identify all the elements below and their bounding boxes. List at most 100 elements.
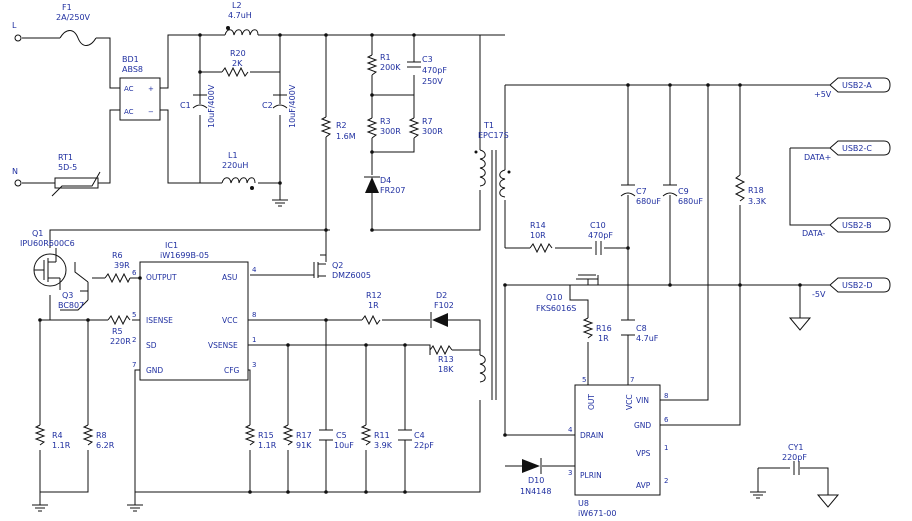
svg-text:22pF: 22pF [414, 441, 434, 450]
svg-text:5: 5 [582, 376, 586, 384]
svg-text:4: 4 [252, 266, 257, 274]
svg-text:AC: AC [124, 85, 134, 93]
svg-text:U8: U8 [578, 499, 589, 508]
svg-text:8: 8 [252, 311, 256, 319]
svg-text:1.1R: 1.1R [52, 441, 71, 450]
svg-text:iW1699B-05: iW1699B-05 [160, 251, 209, 260]
svg-text:8: 8 [664, 392, 668, 400]
svg-text:+: + [148, 85, 154, 93]
svg-text:EPC17S: EPC17S [478, 131, 509, 140]
inductor-l2: L2 4.7uH [224, 1, 259, 36]
svg-text:1.1R: 1.1R [258, 441, 277, 450]
svg-text:3.3K: 3.3K [748, 197, 767, 206]
capacitor-c9: C9 680uF [662, 184, 703, 206]
svg-text:+5V: +5V [814, 90, 832, 99]
svg-text:IPU60R600C6: IPU60R600C6 [20, 239, 75, 248]
capacitor-cy1: CY1 220pF [782, 443, 807, 475]
svg-text:VCC: VCC [222, 316, 238, 325]
fuse-f1: F1 2A/250V [56, 3, 97, 46]
resistor-r16: R16 1R [582, 317, 612, 343]
mosfet-q2: Q2 DMZ6005 [300, 261, 371, 280]
svg-text:C5: C5 [336, 431, 347, 440]
svg-text:10uF/400V: 10uF/400V [288, 84, 297, 128]
svg-text:39R: 39R [114, 261, 130, 270]
svg-text:Q1: Q1 [32, 229, 43, 238]
svg-text:R20: R20 [230, 49, 246, 58]
resistor-r11: R11 3.9K [360, 424, 393, 450]
wires [22, 34, 830, 505]
svg-text:3: 3 [252, 361, 256, 369]
resistor-r4: R4 1.1R [34, 424, 71, 450]
svg-text:1.6M: 1.6M [336, 132, 356, 141]
resistor-r8: R8 6.2R [82, 424, 115, 450]
svg-text:F102: F102 [434, 301, 454, 310]
svg-text:R12: R12 [366, 291, 382, 300]
svg-text:470pF: 470pF [588, 231, 613, 240]
svg-text:4: 4 [568, 426, 573, 434]
ground-symbol [127, 504, 143, 512]
svg-text:2: 2 [132, 336, 136, 344]
ground-symbol [750, 491, 766, 499]
svg-text:470pF: 470pF [422, 66, 447, 75]
resistor-r6: R6 39R [104, 251, 131, 284]
svg-text:300R: 300R [422, 127, 443, 136]
svg-text:FR207: FR207 [380, 186, 405, 195]
ground-symbol [32, 504, 48, 512]
svg-text:C10: C10 [590, 221, 606, 230]
capacitor-c2: C2 10uF/400V [262, 84, 297, 128]
svg-text:IC1: IC1 [165, 241, 178, 250]
capacitor-c1: C1 10uF/400V [180, 84, 216, 128]
svg-text:ASU: ASU [222, 273, 237, 282]
svg-text:OUTPUT: OUTPUT [146, 273, 177, 282]
svg-text:R18: R18 [748, 186, 764, 195]
svg-text:300R: 300R [380, 127, 401, 136]
svg-text:2A/250V: 2A/250V [56, 13, 91, 22]
svg-text:1N4148: 1N4148 [520, 487, 551, 496]
ground-symbol [816, 494, 840, 508]
svg-text:GND: GND [146, 366, 163, 375]
terminal-n: N [12, 167, 22, 187]
svg-text:L: L [12, 21, 17, 30]
svg-text:USB2-D: USB2-D [842, 281, 873, 290]
svg-text:DATA-: DATA- [802, 229, 825, 238]
resistor-r18: R18 3.3K [734, 174, 767, 206]
terminal-usb2-d: USB2-D -5V [812, 277, 891, 299]
svg-text:C1: C1 [180, 101, 191, 110]
svg-text:Q2: Q2 [332, 261, 343, 270]
svg-text:200K: 200K [380, 63, 401, 72]
svg-text:USB2-B: USB2-B [842, 221, 872, 230]
capacitor-c5: C5 10uF [319, 429, 354, 450]
mosfet-q10: Q10 FKS6016S [536, 274, 598, 313]
svg-text:VIN: VIN [636, 396, 649, 405]
svg-text:R11: R11 [374, 431, 390, 440]
resistor-r5: R5 220R [107, 314, 131, 346]
svg-text:D2: D2 [436, 291, 447, 300]
svg-text:DMZ6005: DMZ6005 [332, 271, 371, 280]
svg-text:2: 2 [664, 477, 668, 485]
svg-text:R2: R2 [336, 121, 347, 130]
terminal-usb2-a: USB2-A +5V [814, 77, 891, 99]
svg-text:VSENSE: VSENSE [208, 341, 238, 350]
svg-text:250V: 250V [422, 77, 443, 86]
svg-text:−: − [148, 108, 154, 116]
ground-symbol [788, 317, 812, 331]
svg-text:7: 7 [132, 361, 136, 369]
resistor-r7: R7 300R [408, 117, 443, 139]
transformer-t1: T1 EPC17S [474, 121, 511, 400]
svg-text:10uF/400V: 10uF/400V [207, 84, 216, 128]
svg-text:BC807: BC807 [58, 301, 84, 310]
svg-text:AC: AC [124, 108, 134, 116]
svg-text:N: N [12, 167, 18, 176]
svg-text:C2: C2 [262, 101, 273, 110]
diode-d10: D10 1N4148 [520, 458, 551, 496]
svg-text:680uF: 680uF [636, 197, 661, 206]
u8-sync-rectifier: OUT VCC VIN GND DRAIN VPS PLRIN AVP 5 7 … [568, 376, 669, 518]
thermistor-rt1: RT1 5D-5 [51, 153, 101, 197]
terminal-usb2-c: USB2-C DATA+ [804, 140, 891, 162]
svg-text:VPS: VPS [636, 449, 651, 458]
svg-text:91K: 91K [296, 441, 312, 450]
svg-text:6: 6 [132, 269, 137, 277]
svg-text:1: 1 [252, 336, 256, 344]
svg-text:RT1: RT1 [58, 153, 73, 162]
